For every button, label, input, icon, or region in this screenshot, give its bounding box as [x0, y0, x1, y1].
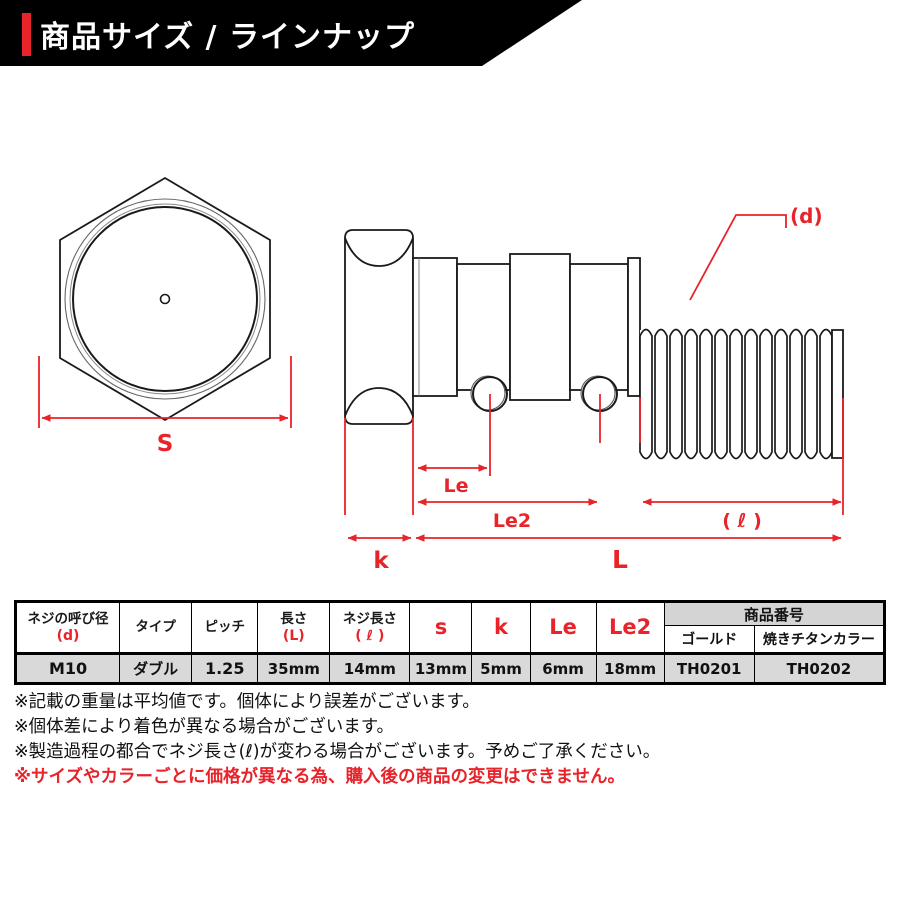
header-accent-bar: [22, 13, 31, 56]
cell-le2: 18mm: [595, 652, 665, 684]
header-cell-color-titanium: 焼きチタンカラー: [753, 625, 886, 654]
table-row: M10 ダブル 1.25 35mm 14mm 13mm 5mm 6mm 18mm…: [14, 652, 886, 684]
banjo-body-one: [456, 263, 511, 391]
dimension-label-l: L: [612, 545, 628, 574]
header-cell-thread-length: ネジ長さ ( ℓ ): [329, 601, 411, 654]
dimension-label-d: (d): [790, 204, 823, 228]
header-diameter-sub: (d): [56, 627, 80, 644]
header-type-label: タイプ: [135, 619, 176, 636]
oil-port-two: [580, 375, 618, 412]
banjo-bolt-side-view: [344, 229, 641, 425]
spec-table-container: ネジの呼び径 (d) タイプ ピッチ 長さ (L) ネジ長さ: [14, 600, 886, 685]
cell-diameter: M10: [14, 652, 121, 684]
leader-d: [689, 214, 787, 301]
dimension-label-k: k: [373, 548, 389, 574]
thread-crest: [684, 328, 698, 460]
header-cell-pitch: ピッチ: [191, 601, 259, 654]
center-collar: [509, 253, 571, 401]
thread-crest: [789, 328, 803, 460]
header-cell-le: Le: [529, 601, 597, 654]
cell-le: 6mm: [529, 652, 597, 684]
thread-runout-collar: [627, 257, 641, 397]
note-line: ※記載の重量は平均値です。個体により誤差がございます。: [14, 692, 480, 712]
head-circle-inner: [72, 206, 258, 392]
note-line-warning: ※サイズやカラーごとに価格が異なる為、購入後の商品の変更はできません。: [14, 767, 625, 787]
shank-segment-one: [412, 257, 458, 397]
thread-crest: [669, 328, 683, 460]
center-hole: [159, 293, 171, 305]
d-leader-path: [689, 214, 787, 301]
thread-crest: [774, 328, 788, 460]
hex-head-chamfer-bottom: [344, 387, 414, 417]
hex-head-chamfer-top: [344, 237, 414, 267]
header-cell-length: 長さ (L): [257, 601, 331, 654]
cell-length: 35mm: [257, 652, 331, 684]
header-cell-color-gold: ゴールド: [663, 625, 755, 654]
header-thread-length-label: ネジ長さ: [342, 611, 397, 628]
notes-section: ※記載の重量は平均値です。個体により誤差がございます。 ※個体差により着色が異な…: [14, 690, 894, 790]
header-cell-s: s: [409, 601, 473, 654]
header-pitch-label: ピッチ: [204, 619, 245, 636]
technical-drawing: S: [0, 68, 900, 588]
note-line: ※製造過程の都合でネジ長さ(ℓ)が変わる場合がございます。予めご了承ください。: [14, 742, 661, 762]
cell-type: ダブル: [119, 652, 193, 684]
header-length-label: 長さ: [280, 611, 308, 628]
dimension-label-s: S: [157, 431, 174, 457]
thread-crest: [639, 328, 653, 460]
thread-crest: [819, 328, 833, 460]
cell-s: 13mm: [409, 652, 473, 684]
header-thread-length-sub: ( ℓ ): [355, 627, 385, 644]
cell-thread-length: 14mm: [329, 652, 411, 684]
side-view-dimensions: [344, 394, 844, 542]
head-circle-middle: [69, 203, 261, 395]
thread-crest: [759, 328, 773, 460]
bolt-drawing-svg: S: [38, 176, 844, 574]
header-cell-le2: Le2: [595, 601, 665, 654]
header-cell-k: k: [471, 601, 531, 654]
table-subheader-row: ゴールド 焼きチタンカラー: [16, 625, 886, 654]
thread-crest: [744, 328, 758, 460]
cell-pitch: 1.25: [191, 652, 259, 684]
thread-crest: [699, 328, 713, 460]
header-diameter-label: ネジの呼び径: [27, 611, 109, 628]
banner-background-shape: [0, 0, 582, 66]
dimension-s: [38, 356, 292, 428]
specification-table: ネジの呼び径 (d) タイプ ピッチ 長さ (L) ネジ長さ: [14, 600, 886, 685]
page-title: 商品サイズ / ラインナップ: [40, 20, 415, 55]
note-line: ※個体差により着色が異なる場合がございます。: [14, 717, 395, 737]
dimension-label-le2: Le2: [493, 510, 531, 532]
thread-crest: [729, 328, 743, 460]
dimension-label-thread-length: ( ℓ ): [722, 510, 762, 532]
hexagon-outline: [59, 176, 271, 422]
page-header-banner: 商品サイズ / ラインナップ: [0, 0, 900, 68]
thread-crest: [804, 328, 818, 460]
banjo-body-two: [569, 263, 629, 391]
thread-crest: [654, 328, 668, 460]
table-header-row: ネジの呼び径 (d) タイプ ピッチ 長さ (L) ネジ長さ: [14, 601, 886, 654]
hex-head-side-profile: [344, 229, 414, 425]
cell-k: 5mm: [471, 652, 531, 684]
header-cell-type: タイプ: [119, 601, 193, 654]
header-cell-product-number: 商品番号: [663, 601, 886, 626]
threaded-section: [639, 328, 844, 460]
head-circle-outer: [64, 198, 266, 400]
hex-head-front-view: [59, 176, 271, 422]
thread-end-face: [831, 329, 844, 459]
dimension-label-le: Le: [444, 475, 469, 497]
header-length-sub: (L): [282, 627, 305, 644]
oil-port-one: [470, 375, 508, 412]
cell-code-gold: TH0201: [663, 652, 755, 684]
cell-code-titanium: TH0202: [753, 652, 886, 684]
thread-crest: [714, 328, 728, 460]
header-cell-diameter: ネジの呼び径 (d): [14, 601, 121, 654]
